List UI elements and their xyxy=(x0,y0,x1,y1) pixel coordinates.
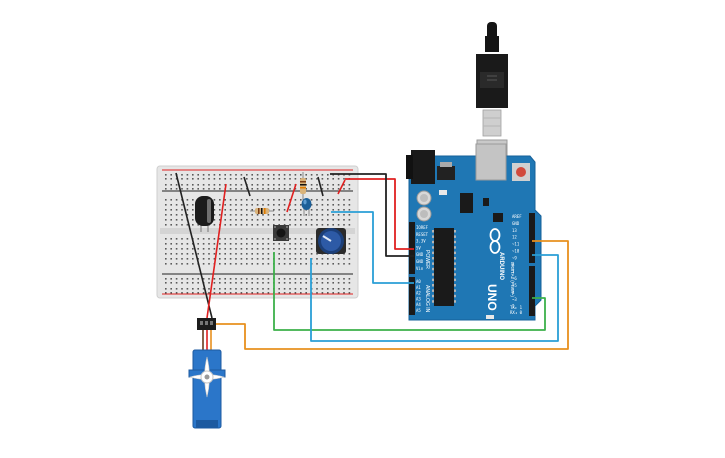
digital-pin-label: ~10 xyxy=(512,249,520,254)
digital-pin-label: ~6 xyxy=(512,276,517,281)
reset-button[interactable] xyxy=(512,163,530,181)
analog-pin-label: A2 xyxy=(416,291,421,296)
breadboard-jumper-red[interactable] xyxy=(206,183,227,319)
digital-pin-label: 12 xyxy=(512,235,517,240)
resistor-icon[interactable] xyxy=(300,172,306,200)
digital-header-label: DIGITAL (PWM~) xyxy=(510,262,515,297)
wire-servo-signal-orange[interactable] xyxy=(215,240,569,350)
power-pin-label: GND xyxy=(416,259,424,264)
arduino-logo xyxy=(489,228,501,254)
digital-header-low[interactable] xyxy=(529,266,535,316)
wire-5v-red[interactable] xyxy=(345,178,414,250)
power-pin-label: 5V xyxy=(416,245,421,250)
breadboard-jumper-black[interactable] xyxy=(175,172,213,319)
wire-led-blue[interactable] xyxy=(310,254,559,342)
analog-pin-label: A4 xyxy=(416,302,421,307)
analog-pin-label: A0 xyxy=(416,279,421,284)
digital-header-high[interactable] xyxy=(529,213,535,263)
analog-header-label: ANALOG IN xyxy=(424,285,430,313)
power-header-label: POWER xyxy=(424,250,430,269)
wire-gnd-black[interactable] xyxy=(330,173,414,257)
digital-pin-label: ~11 xyxy=(512,242,520,247)
power-pin-label: GND xyxy=(416,252,424,257)
power-pin-label: 3.3V xyxy=(416,239,426,244)
digital-pin-label: AREF xyxy=(512,214,522,219)
power-pin-label: RESET xyxy=(416,232,429,237)
power-header[interactable] xyxy=(409,222,415,274)
tx-label: TX▸ 1 xyxy=(510,305,523,310)
pushbutton-icon[interactable] xyxy=(273,225,289,241)
wire-a0-blue[interactable] xyxy=(331,211,414,284)
servo-motor-icon[interactable] xyxy=(188,318,226,429)
wire-button-green[interactable] xyxy=(273,252,546,331)
digital-pin-label: ~3 xyxy=(512,297,517,302)
power-pin-label: IOREF xyxy=(416,225,429,230)
breadboard-jumper-black[interactable] xyxy=(317,176,324,197)
arduino-brand-label: ARDUINO xyxy=(498,252,504,280)
resistor-icon[interactable] xyxy=(250,208,274,214)
rx-label: RX◂ 0 xyxy=(510,310,523,315)
analog-pin-label: A1 xyxy=(416,285,421,290)
digital-pin-label: 4 xyxy=(512,290,515,295)
arduino-uno-board[interactable]: ARDUINO UNO POWER ANALOG IN DIGITAL (PWM… xyxy=(406,143,542,321)
power-jack-icon xyxy=(406,150,435,184)
digital-pin-label: 2 xyxy=(512,304,515,309)
capacitor-icon[interactable] xyxy=(195,196,214,232)
digital-pin-label: ~9 xyxy=(512,255,517,260)
digital-pin-label: GND xyxy=(512,221,520,226)
digital-pin-label: 13 xyxy=(512,228,517,233)
analog-header[interactable] xyxy=(409,277,415,315)
digital-pin-label: 8 xyxy=(512,262,515,267)
led-icon[interactable] xyxy=(301,198,312,216)
breadboard-jumper-black[interactable] xyxy=(243,176,251,197)
potentiometer-icon[interactable] xyxy=(316,228,346,254)
breadboard-jumper-red[interactable] xyxy=(286,183,297,213)
analog-pin-label: A5 xyxy=(416,308,421,313)
power-pin-label: Vin xyxy=(416,266,424,271)
breadboard-jumper-red[interactable] xyxy=(337,179,346,195)
digital-pin-label: ~5 xyxy=(512,283,517,288)
digital-pin-label: 7 xyxy=(512,269,515,274)
uno-label: UNO xyxy=(485,284,499,311)
analog-pin-label: A3 xyxy=(416,296,421,301)
